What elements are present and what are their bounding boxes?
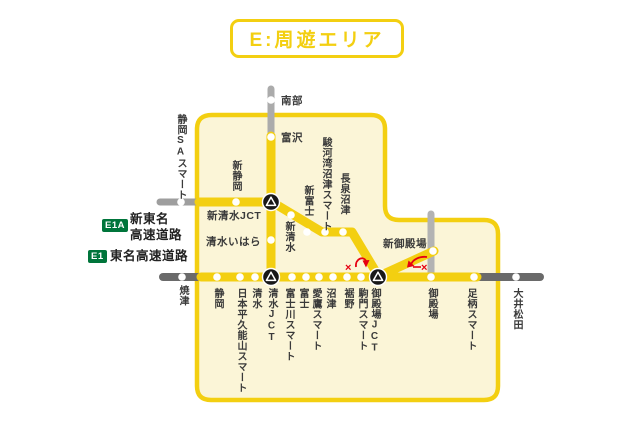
station-dot xyxy=(251,273,259,281)
station-dot xyxy=(267,236,275,244)
station-dot xyxy=(178,273,186,281)
station-label-gotemba-jct: 御殿場JCT xyxy=(369,288,380,354)
station-dot xyxy=(177,198,185,206)
restriction-left-icon: × xyxy=(345,257,370,274)
restriction-right-icon: × xyxy=(407,255,427,274)
station-dot xyxy=(343,273,351,281)
station-label-ashigara-smart: 足柄スマート xyxy=(465,288,476,351)
station-label-shimizu-jct: 清水JCT xyxy=(266,288,277,344)
station-label-shin-shimizu: 新清水 xyxy=(283,221,294,253)
station-dot xyxy=(267,133,275,141)
station-label-nanbu: 南部 xyxy=(281,95,303,107)
page-title: E:周遊エリア xyxy=(230,19,404,58)
station-label-numazu: 沼津 xyxy=(324,288,335,309)
station-dot xyxy=(470,273,478,281)
station-label-shizuoka: 静岡 xyxy=(212,288,223,309)
station-label-susono: 裾野 xyxy=(342,288,353,309)
station-label-shin-shizuoka: 新静岡 xyxy=(230,160,241,192)
station-label-fuji: 富士 xyxy=(297,288,308,309)
route-badge-e1: E1 xyxy=(88,250,107,263)
station-dot xyxy=(288,273,296,281)
station-dot xyxy=(329,273,337,281)
station-label-ashitaka-smart: 愛鷹スマート xyxy=(310,288,321,351)
station-dot xyxy=(427,273,435,281)
station-label-gotemba: 御殿場 xyxy=(426,288,437,320)
road-name-tomei: 東名高速道路 xyxy=(110,249,189,263)
station-dot xyxy=(512,273,520,281)
station-dot xyxy=(287,211,295,219)
road-name-shin-tomei: 新東名 高速道路 xyxy=(130,211,182,243)
page-title-text: E:周遊エリア xyxy=(249,30,385,51)
station-label-yaizu: 焼津 xyxy=(177,285,188,306)
station-dot xyxy=(267,96,275,104)
station-label-nagaizumi-numazu: 長泉沼津 xyxy=(338,173,349,215)
station-label-fujikawa-smart: 富士川スマート xyxy=(283,288,294,362)
station-label-shimizu-ihara: 清水いはら xyxy=(206,236,261,248)
jct-icon xyxy=(368,267,388,287)
road-gotemba-branch-yellow xyxy=(372,246,439,282)
route-badge-e1a: E1A xyxy=(102,219,128,232)
restriction-x: × xyxy=(421,262,427,274)
station-dot xyxy=(302,273,310,281)
station-label-komakado-smart: 駒門スマート xyxy=(356,288,367,351)
station-dot xyxy=(232,198,240,206)
station-label-tomizawa: 富沢 xyxy=(281,132,303,144)
road-name-shin-tomei-line2: 高速道路 xyxy=(130,228,183,242)
station-label-shin-shimizu-jct: 新清水JCT xyxy=(207,210,262,222)
station-label-shin-fuji: 新富士 xyxy=(302,185,313,217)
jct-icon xyxy=(261,267,281,287)
station-label-nihondaira-kunozan-smart: 日本平久能山スマート xyxy=(235,288,246,393)
station-label-oi-matsuda: 大井松田 xyxy=(511,288,522,330)
station-dot xyxy=(213,273,221,281)
station-dot xyxy=(429,247,437,255)
station-dot xyxy=(357,273,365,281)
station-label-shin-gotemba: 新御殿場 xyxy=(383,238,427,250)
restriction-x: × xyxy=(345,262,351,274)
station-dot xyxy=(315,273,323,281)
station-dot xyxy=(303,228,311,236)
jct-icon xyxy=(261,192,281,212)
station-label-surugawan-numazu-smart: 駿河湾沼津スマート xyxy=(320,137,331,232)
road-name-shin-tomei-line1: 新東名 xyxy=(130,212,170,226)
station-dot xyxy=(321,228,329,236)
station-label-shizuoka-sa-smart: 静岡SAスマート xyxy=(175,114,186,200)
station-dot xyxy=(236,273,244,281)
station-dots xyxy=(177,96,520,281)
station-dot xyxy=(339,228,347,236)
station-label-shimizu: 清水 xyxy=(250,288,261,309)
